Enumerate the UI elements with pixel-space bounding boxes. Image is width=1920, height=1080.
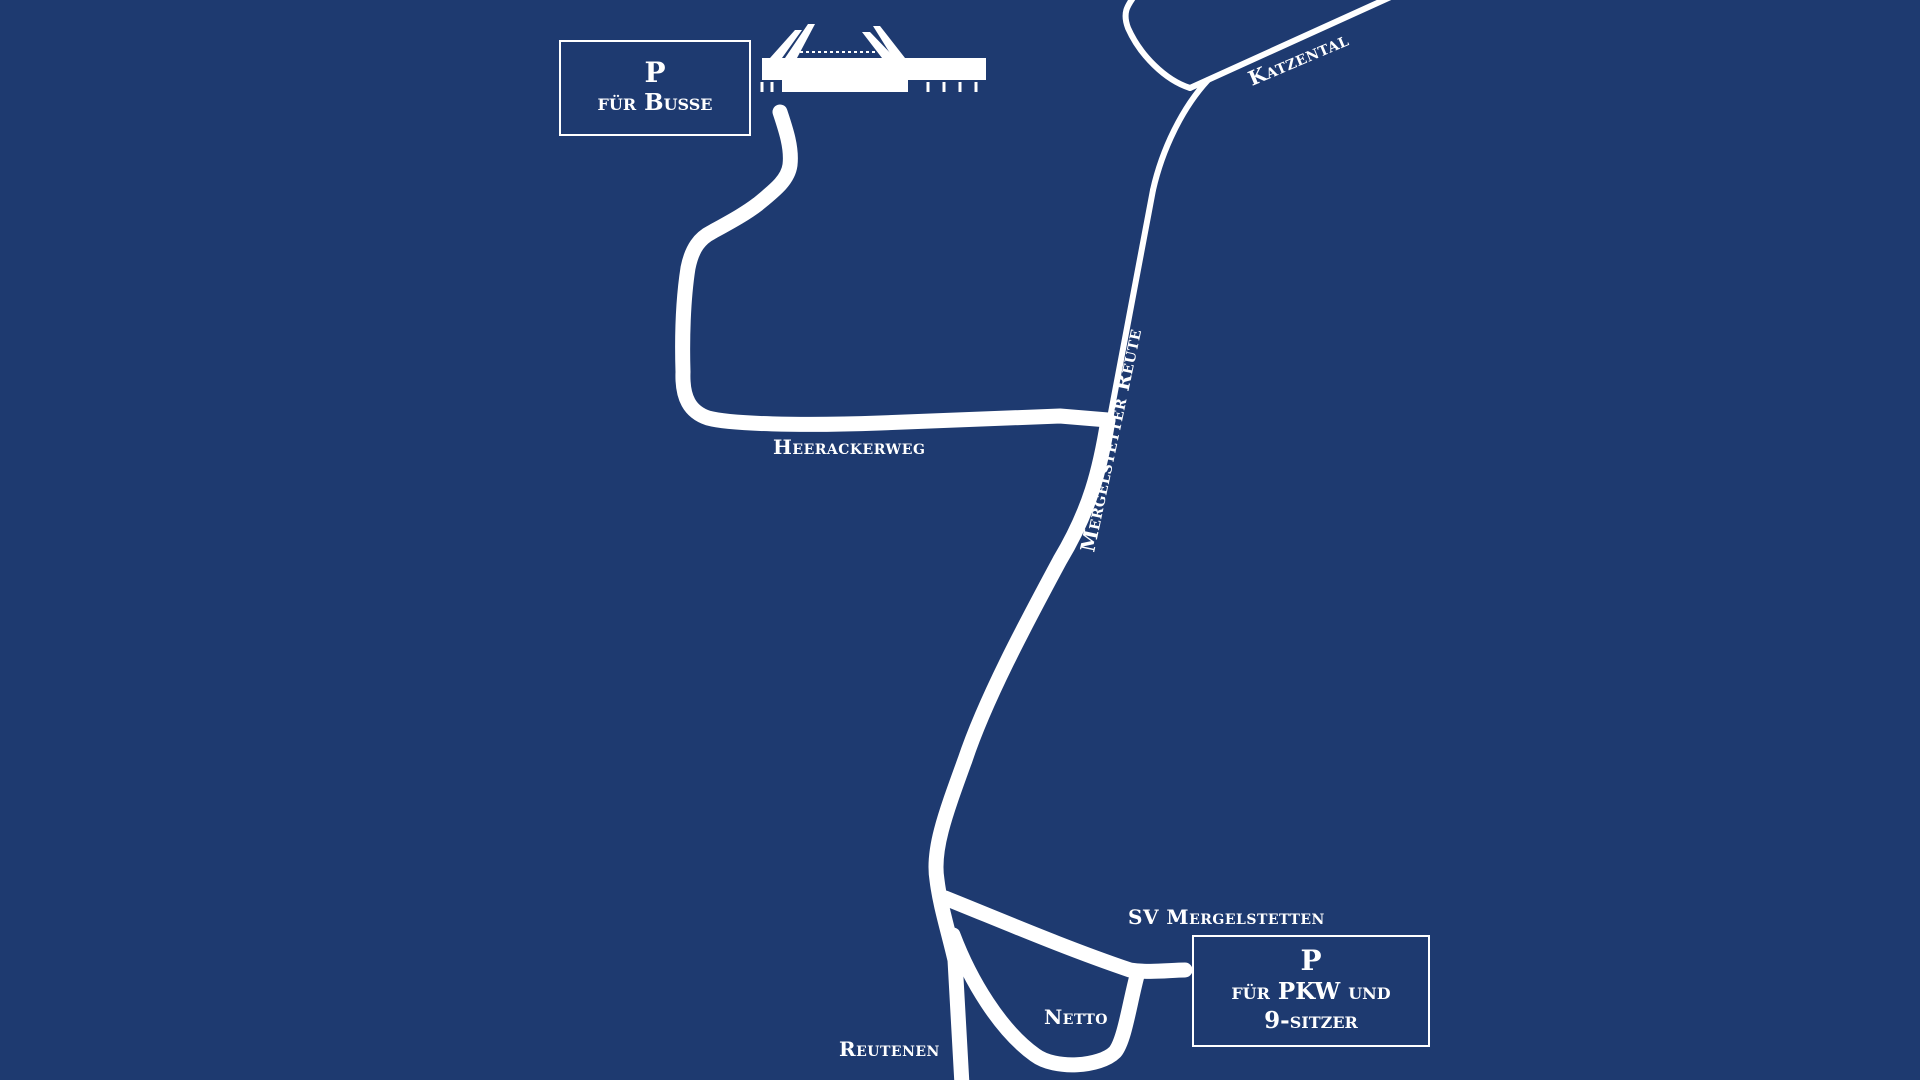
street-label-mergelstetter-reute: Mergelstetter Reute [1075,326,1146,554]
netto-loop-road [945,927,1146,1073]
street-label-netto: Netto [1044,1005,1108,1029]
parking-car-label: für PKW und 9-sitzer [1231,977,1391,1035]
parking-car-box: P für PKW und 9-sitzer [1192,935,1430,1047]
parking-bus-label: für Busse [597,89,713,117]
street-label-reutenen: Reutenen [839,1037,940,1061]
parking-icon: P [1300,943,1322,977]
street-label-sv-mergelstetten: SV Mergelstetten [1128,905,1325,929]
sv-mergelstetten-road [937,890,1193,979]
heerackerweg-road [675,104,1116,432]
street-label-heerackerweg: Heerackerweg [773,435,925,459]
parking-icon: P [644,55,666,89]
parking-bus-box: P für Busse [559,40,751,136]
stadium-icon [760,24,986,92]
mergelstetter-reute-road [1107,187,1156,421]
katzental-road [1122,0,1392,193]
